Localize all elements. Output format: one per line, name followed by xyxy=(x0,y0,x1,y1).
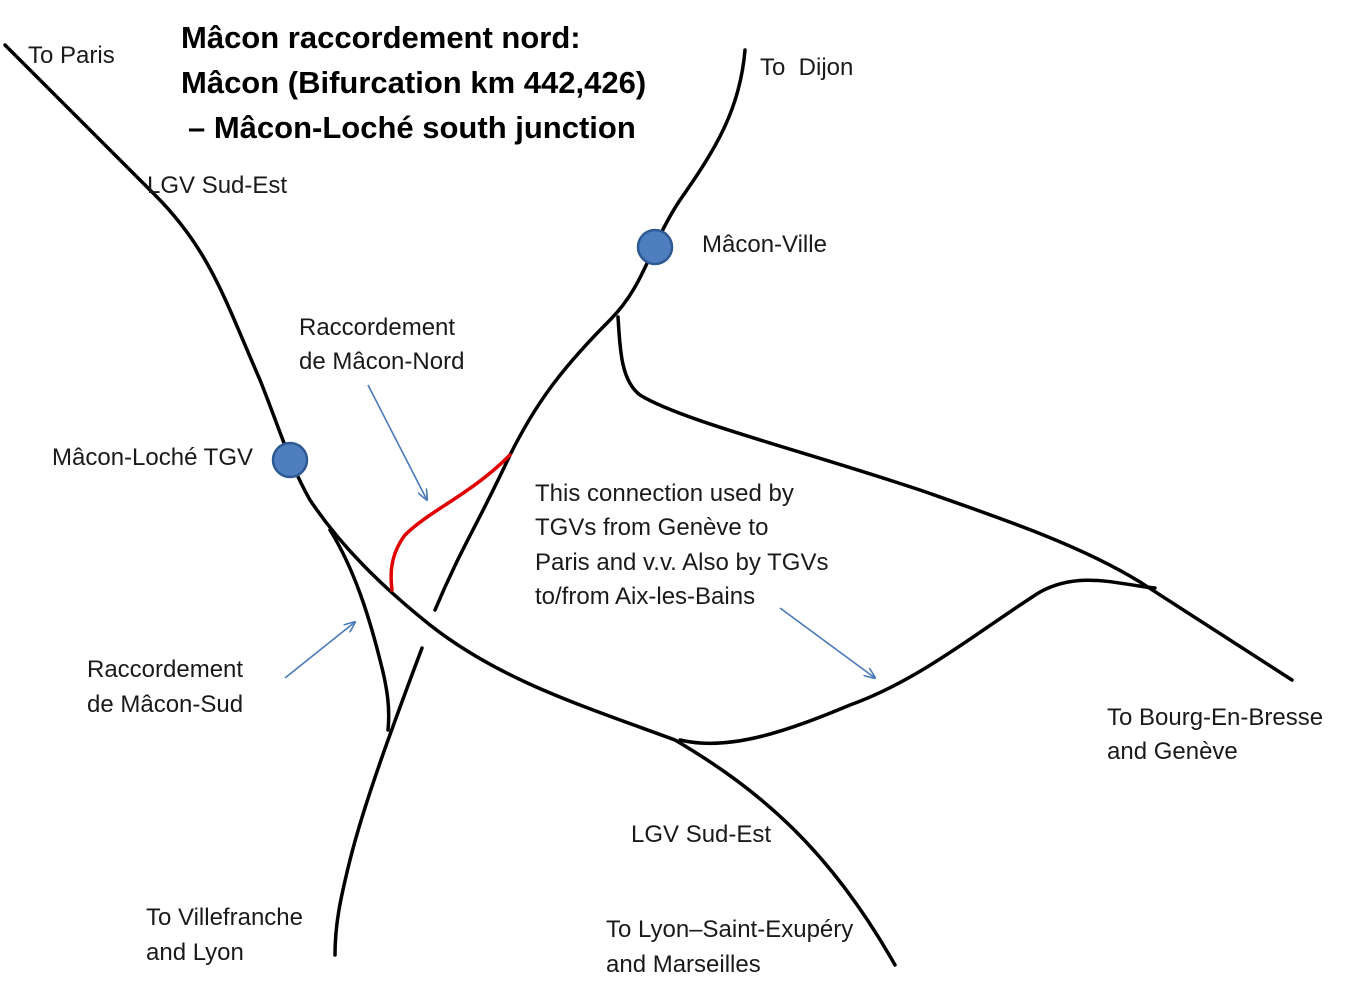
label-to-dijon: To Dijon xyxy=(760,54,853,81)
map-title-line-2: Mâcon (Bifurcation km 442,426) xyxy=(181,65,646,100)
station-macon-ville-marker xyxy=(636,228,674,266)
label-macon-ville: Mâcon-Ville xyxy=(702,231,827,258)
label-connection-line-3: Paris and v.v. Also by TGVs xyxy=(535,549,828,576)
map-title-line-1: Mâcon raccordement nord: xyxy=(181,20,581,55)
label-to-villefranche-line-1: To Villefranche xyxy=(146,904,303,931)
label-to-lyon-line-2: and Marseilles xyxy=(606,951,761,978)
arrow-to-racc-sud xyxy=(284,622,355,679)
arrow-to-connection xyxy=(779,607,875,678)
connection-bourg-to-lgv xyxy=(678,578,1157,746)
label-to-bourg-line-1: To Bourg-En-Bresse xyxy=(1107,704,1323,731)
label-to-bourg-line-2: and Genève xyxy=(1107,738,1238,765)
station-macon-loche-marker xyxy=(271,441,309,479)
label-lgv-sud-est-north: LGV Sud-Est xyxy=(147,172,287,199)
line-to-villefranche xyxy=(333,646,424,957)
line-to-bourg-en-bresse xyxy=(616,315,1294,682)
arrow-to-racc-nord xyxy=(367,384,427,500)
label-to-lyon-line-1: To Lyon–Saint-Exupéry xyxy=(606,916,853,943)
label-connection-line-2: TGVs from Genève to xyxy=(535,514,768,541)
label-racc-nord-line-1: Raccordement xyxy=(299,314,455,341)
line-dijon-macon-ville xyxy=(433,48,747,612)
label-lgv-sud-est-south: LGV Sud-Est xyxy=(631,821,771,848)
label-racc-sud-line-1: Raccordement xyxy=(87,656,243,683)
lgv-sud-est-main-line xyxy=(3,43,897,967)
label-to-paris: To Paris xyxy=(28,42,115,69)
map-title-line-3: – Mâcon-Loché south junction xyxy=(188,110,636,145)
label-racc-nord-line-2: de Mâcon-Nord xyxy=(299,348,464,375)
label-to-villefranche-line-2: and Lyon xyxy=(146,939,244,966)
label-racc-sud-line-2: de Mâcon-Sud xyxy=(87,691,243,718)
raccordement-macon-sud-track xyxy=(328,528,391,732)
label-connection-line-4: to/from Aix-les-Bains xyxy=(535,583,755,610)
label-macon-loche-tgv: Mâcon-Loché TGV xyxy=(52,444,253,471)
raccordement-macon-nord-track xyxy=(389,453,512,592)
label-connection-line-1: This connection used by xyxy=(535,480,794,507)
